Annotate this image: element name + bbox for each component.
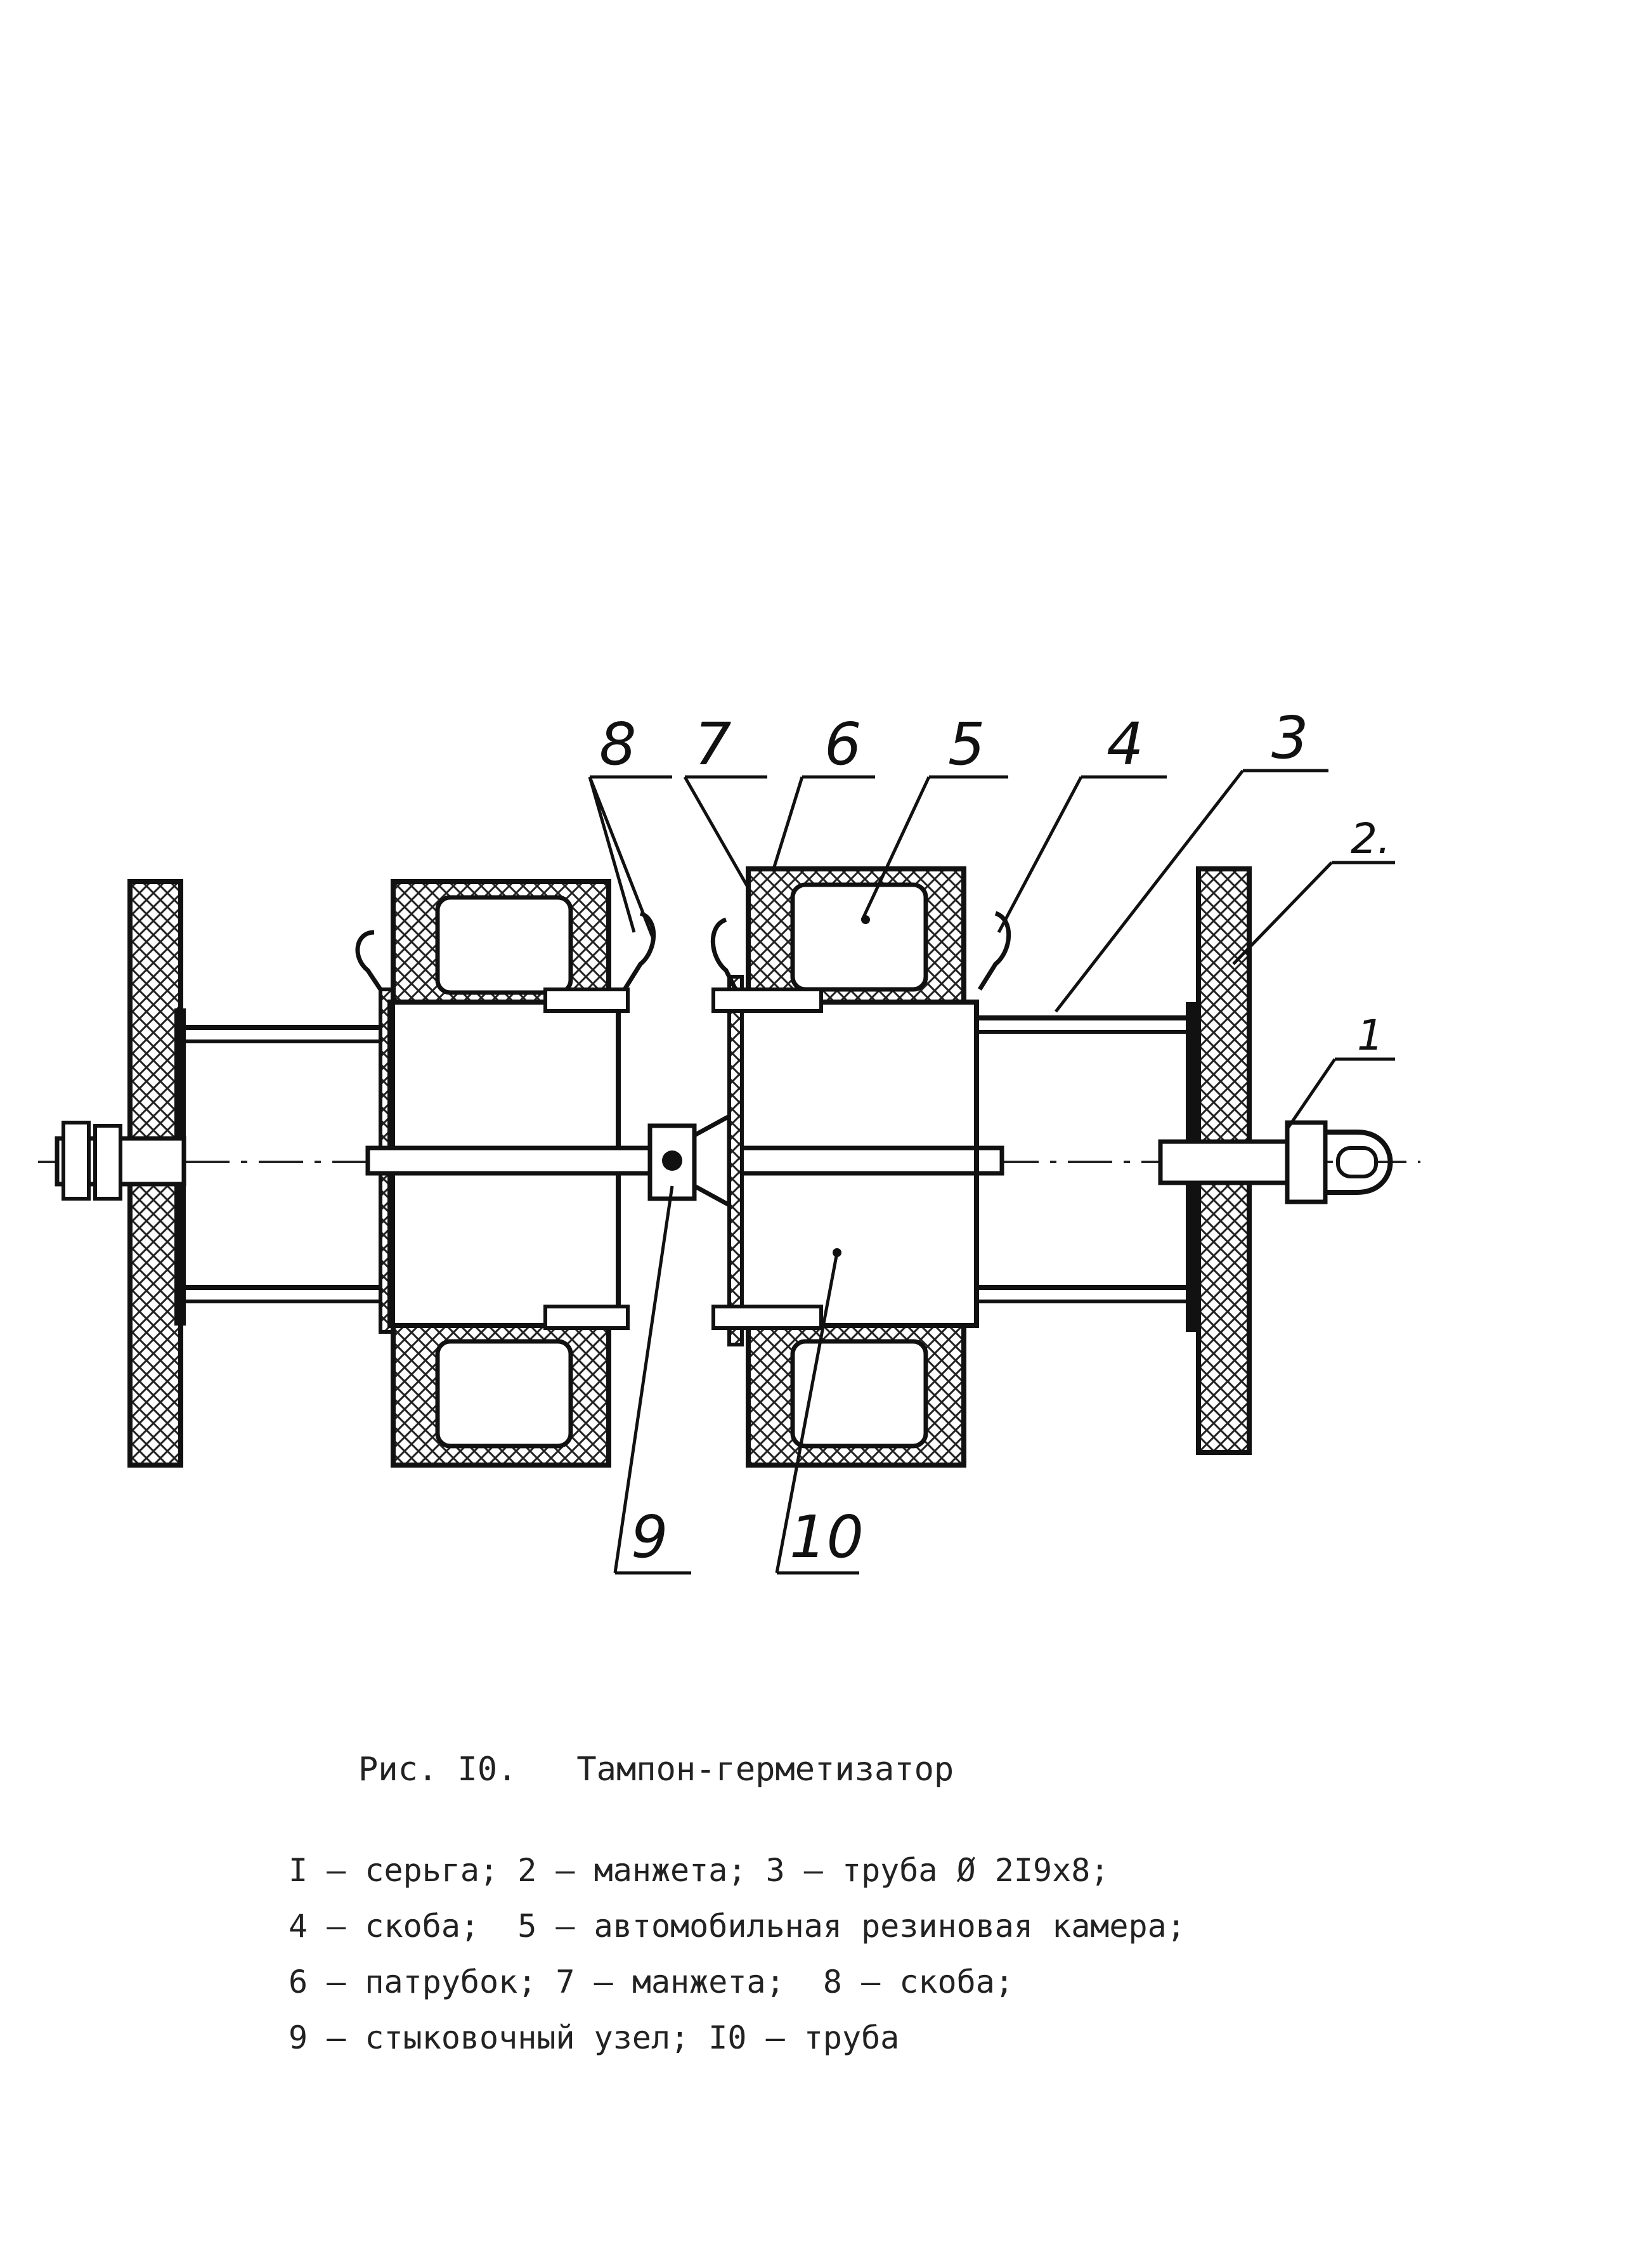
callout-9: 9	[631, 1503, 668, 1571]
callout-4: 4	[1107, 710, 1144, 778]
callout-2: 2.	[1351, 814, 1391, 863]
right-plug-body	[710, 866, 1011, 1468]
callout-3: 3	[1271, 704, 1309, 772]
callout-1: 1	[1357, 1011, 1384, 1060]
left-pipe	[184, 1025, 380, 1303]
right-pipe	[977, 1015, 1192, 1303]
leader-lines	[588, 769, 1395, 1575]
legend-line: I – серьга; 2 – манжета; 3 – труба Ø 2I9…	[289, 1852, 1110, 1889]
callout-6: 6	[824, 710, 862, 778]
legend-line: 6 – патрубок; 7 – манжета; 8 – скоба;	[289, 1964, 1014, 2000]
callout-7: 7	[694, 710, 732, 778]
right-shackle	[1158, 1120, 1393, 1204]
callout-5: 5	[948, 710, 985, 778]
legend-line: 4 – скоба; 5 – автомобильная резиновая к…	[289, 1908, 1186, 1945]
figure-number: Рис. I0.	[358, 1750, 517, 1789]
left-bolt	[55, 1121, 186, 1201]
callout-10: 10	[789, 1503, 864, 1571]
legend-line: 9 – стыковочный узел; I0 – труба	[289, 2019, 900, 2056]
callout-8: 8	[599, 710, 637, 778]
docking-joint	[647, 1112, 732, 1209]
left-plug-body	[355, 879, 656, 1468]
figure-title: Тампон-герметизатор	[576, 1750, 954, 1789]
parts-legend: I – серьга; 2 – манжета; 3 – труба Ø 2I9…	[289, 1842, 1186, 2066]
callout-labels: 8 7 6 5 4 3 2. 1 9 10	[599, 704, 1391, 1571]
figure-caption: Рис. I0. Тампон-герметизатор	[358, 1750, 954, 1789]
